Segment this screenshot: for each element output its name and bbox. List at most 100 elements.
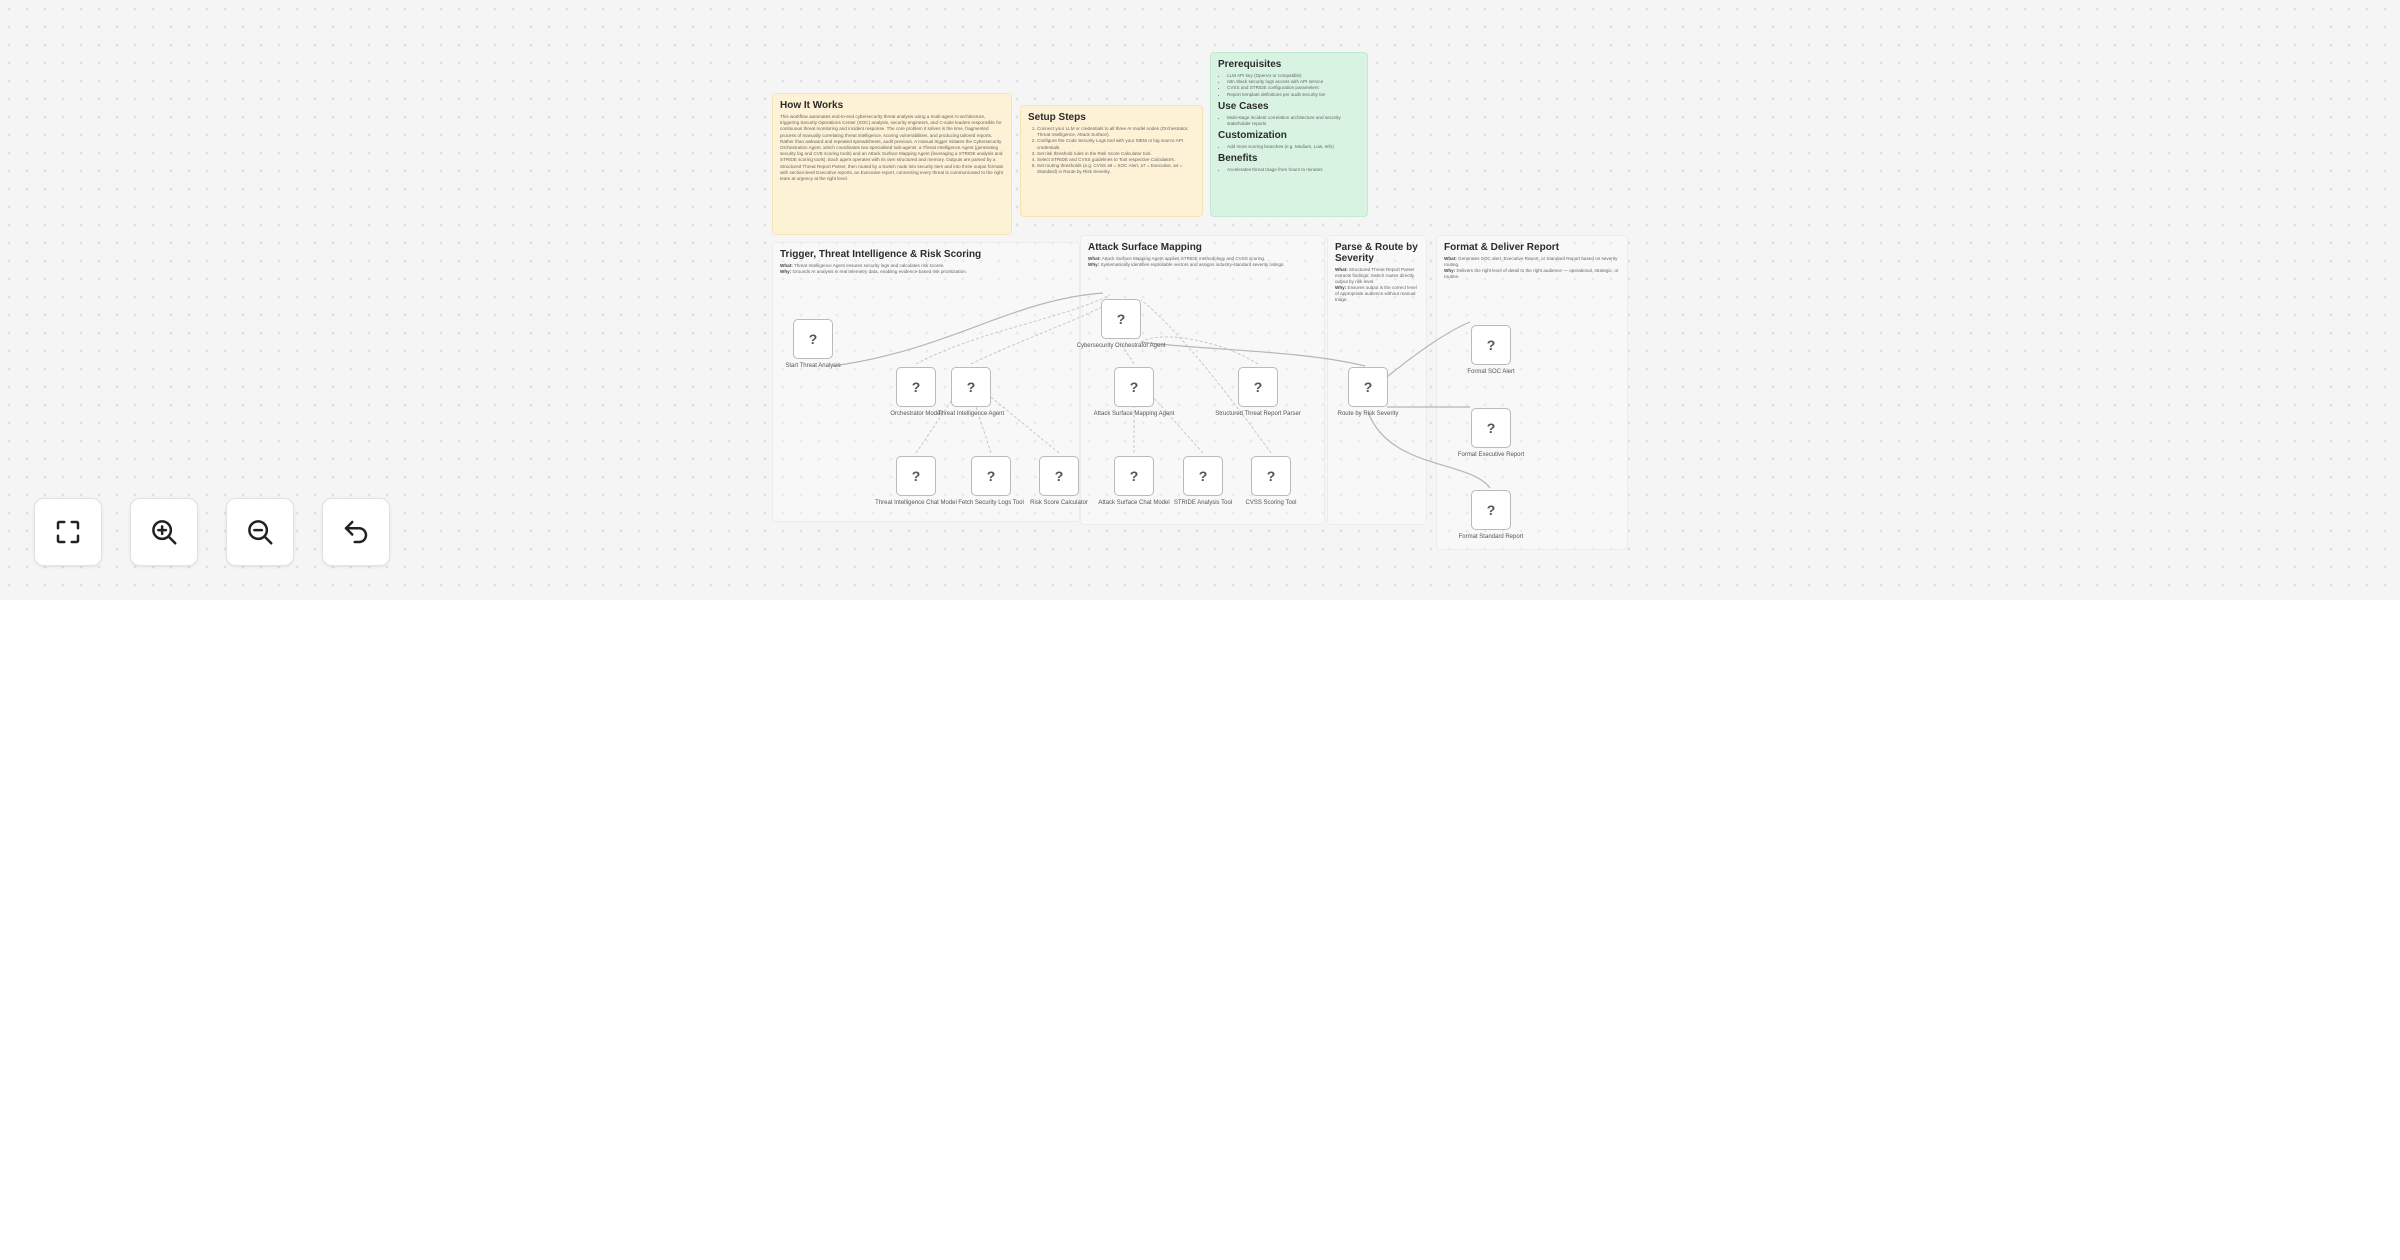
unknown-node-icon: ? — [1363, 379, 1373, 395]
fullscreen-icon — [56, 520, 80, 544]
unknown-node-icon: ? — [1129, 468, 1139, 484]
setup-steps-note[interactable]: Setup Steps Connect your LLM or credenti… — [1020, 105, 1203, 217]
node-label: Format SOC Alert — [1467, 369, 1515, 375]
undo-icon — [344, 520, 368, 544]
group-title: Parse & Route by Severity — [1335, 242, 1418, 264]
setup-step: Connect your LLM or credentials to all t… — [1037, 126, 1195, 138]
prerequisite-item: n8n Slack security logs access with API … — [1227, 79, 1360, 85]
node-label: Attack Surface Mapping Agent — [1093, 411, 1175, 417]
customization-item: Add more scoring branches (e.g. Medium, … — [1227, 144, 1360, 150]
node-fetch-security-logs-tool[interactable]: ? — [971, 456, 1011, 496]
node-route-by-risk-severity[interactable]: ? — [1348, 367, 1388, 407]
node-label: Threat Intelligence Agent — [937, 411, 1005, 417]
how-it-works-title: How It Works — [780, 100, 844, 111]
setup-step: Configure the Code Security Logs tool wi… — [1037, 138, 1195, 150]
zoom-in-button[interactable] — [130, 498, 198, 566]
connection-line — [915, 294, 1111, 365]
setup-steps-list: Connect your LLM or credentials to all t… — [1028, 126, 1195, 176]
zoom-out-icon — [248, 520, 273, 545]
connection-line — [1119, 341, 1135, 365]
setup-step: Set routing thresholds (e.g. CVSS ≥9 = S… — [1037, 163, 1195, 175]
group-what: What: Attack Surface Mapping Agent appli… — [1088, 256, 1266, 261]
node-risk-score-calculator[interactable]: ? — [1039, 456, 1079, 496]
node-label: Start Threat Analysis — [785, 363, 841, 369]
unknown-node-icon: ? — [911, 468, 921, 484]
node-cvss-scoring-tool[interactable]: ? — [1251, 456, 1291, 496]
benefits-title: Benefits — [1218, 153, 1258, 165]
unknown-node-icon: ? — [1486, 502, 1496, 518]
prerequisites-list: LLM API key (OpenAI or compatible) n8n S… — [1218, 73, 1360, 98]
connection-line — [1144, 387, 1204, 454]
benefit-item: Accelerates threat triage from hours to … — [1227, 167, 1360, 173]
node-label: Format Executive Report — [1457, 452, 1525, 458]
node-label: Structured Threat Report Parser — [1215, 411, 1301, 417]
group-why: Why: Systematically identifies exploitab… — [1088, 262, 1285, 267]
unknown-node-icon: ? — [911, 379, 921, 395]
unknown-node-icon: ? — [1129, 379, 1139, 395]
unknown-node-icon: ? — [1266, 468, 1276, 484]
group-what: What: Threat Intelligence Agent ensures … — [780, 263, 945, 268]
how-it-works-note[interactable]: How It Works This workflow automates end… — [772, 93, 1012, 235]
connection-line — [1367, 411, 1491, 489]
customization-list: Add more scoring branches (e.g. Medium, … — [1218, 144, 1360, 150]
fit-view-button[interactable] — [34, 498, 102, 566]
undo-button[interactable] — [322, 498, 390, 566]
node-threat-intelligence-agent[interactable]: ? — [951, 367, 991, 407]
node-format-soc-alert[interactable]: ? — [1471, 325, 1511, 365]
node-label: Threat Intelligence Chat Model — [875, 500, 957, 506]
connection-line — [970, 299, 1116, 365]
group-why: Why: Delivers the right level of detail … — [1444, 268, 1619, 279]
setup-step: Select STRIDE and CVSS guidelines to Too… — [1037, 157, 1195, 163]
unknown-node-icon: ? — [1054, 468, 1064, 484]
customization-title: Customization — [1218, 130, 1287, 142]
node-stride-analysis-tool[interactable]: ? — [1183, 456, 1223, 496]
prerequisites-title: Prerequisites — [1218, 59, 1282, 70]
workflow-canvas[interactable]: How It Works This workflow automates end… — [0, 0, 2400, 600]
unknown-node-icon: ? — [1253, 379, 1263, 395]
node-label: Risk Score Calculator — [1030, 500, 1088, 506]
setup-step: Set risk threshold rules in the Risk Sco… — [1037, 151, 1195, 157]
node-attack-surface-mapping-agent[interactable]: ? — [1114, 367, 1154, 407]
node-label: CVSS Scoring Tool — [1245, 500, 1297, 506]
group-why: Why: Grounds AI analysis in real telemet… — [780, 269, 967, 274]
node-label: Cybersecurity Orchestrator Agent — [1076, 343, 1166, 349]
node-attack-surface-chat-model[interactable]: ? — [1114, 456, 1154, 496]
node-threat-intelligence-chat-model[interactable]: ? — [896, 456, 936, 496]
unknown-node-icon: ? — [1116, 311, 1126, 327]
use-cases-list: Multi-stage incident correlation archite… — [1218, 115, 1360, 127]
unknown-node-icon: ? — [1198, 468, 1208, 484]
node-label: Fetch Security Logs Tool — [958, 500, 1024, 506]
prerequisite-item: CVSS and STRIDE configuration parameters — [1227, 85, 1360, 91]
group-title: Format & Deliver Report — [1444, 242, 1560, 253]
node-structured-threat-report-parser[interactable]: ? — [1238, 367, 1278, 407]
use-cases-title: Use Cases — [1218, 100, 1269, 112]
prerequisite-item: Report template definitions per audit se… — [1227, 92, 1360, 98]
node-label: STRIDE Analysis Tool — [1173, 500, 1233, 506]
unknown-node-icon: ? — [1486, 337, 1496, 353]
unknown-node-icon: ? — [1486, 420, 1496, 436]
node-orchestrator-model[interactable]: ? — [896, 367, 936, 407]
node-label: Route by Risk Severity — [1337, 411, 1399, 417]
connection-line — [979, 387, 1060, 454]
zoom-out-button[interactable] — [226, 498, 294, 566]
node-start-threat-analysis[interactable]: ? — [793, 319, 833, 359]
unknown-node-icon: ? — [966, 379, 976, 395]
connection-line — [1140, 336, 1259, 365]
node-label: Orchestrator Model — [890, 411, 942, 417]
setup-steps-title: Setup Steps — [1028, 112, 1086, 123]
connection-line — [1386, 321, 1471, 378]
group-title: Attack Surface Mapping — [1088, 242, 1202, 253]
group-why: Why: Ensures output is the correct level… — [1335, 285, 1417, 302]
connection-line — [1140, 341, 1366, 367]
node-format-standard-report[interactable]: ? — [1471, 490, 1511, 530]
prerequisites-note[interactable]: Prerequisites LLM API key (OpenAI or com… — [1210, 52, 1368, 217]
prerequisite-item: LLM API key (OpenAI or compatible) — [1227, 73, 1360, 79]
use-case-item: Multi-stage incident correlation archite… — [1227, 115, 1360, 127]
how-it-works-body: This workflow automates end-to-end cyber… — [780, 114, 1004, 182]
node-format-executive-report[interactable]: ? — [1471, 408, 1511, 448]
connection-line — [1140, 299, 1272, 454]
unknown-node-icon: ? — [808, 331, 818, 347]
group-format-deliver[interactable]: Format & Deliver Report What: Generates … — [1436, 235, 1628, 550]
group-what: What: Generates SOC alert, Executive Rep… — [1444, 256, 1618, 267]
node-cybersecurity-orchestrator-agent[interactable]: ? — [1101, 299, 1141, 339]
